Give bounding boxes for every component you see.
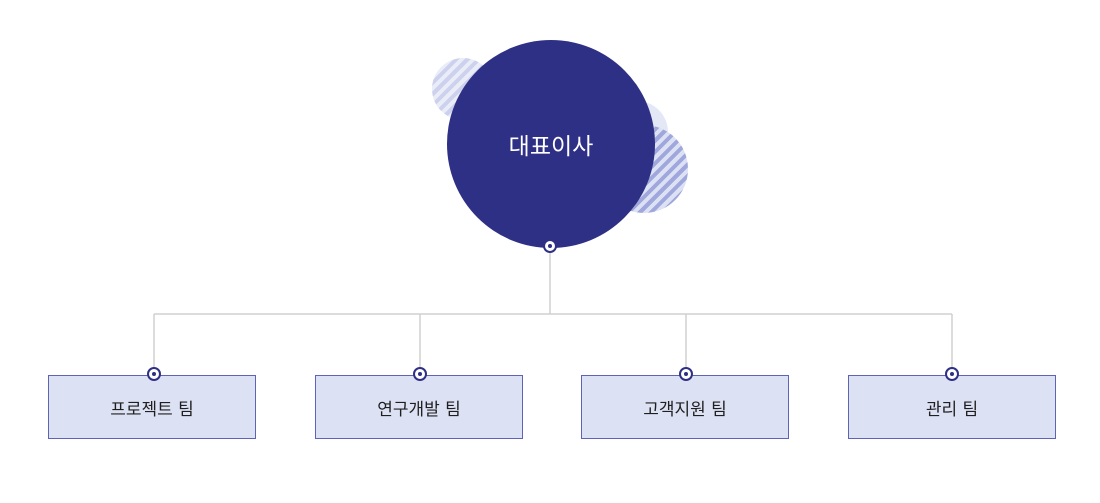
team-label: 프로젝트 팀 — [110, 399, 194, 420]
team-label: 관리 팀 — [925, 399, 979, 420]
team-node-management[interactable]: 관리 팀 — [848, 375, 1056, 439]
team-connector-dot — [413, 367, 427, 381]
ceo-connector-dot — [543, 239, 557, 253]
team-connector-dot — [147, 367, 161, 381]
team-node-rnd[interactable]: 연구개발 팀 — [315, 375, 523, 439]
team-node-customer-support[interactable]: 고객지원 팀 — [581, 375, 789, 439]
team-connector-dot — [945, 367, 959, 381]
team-label: 고객지원 팀 — [643, 399, 727, 420]
ceo-label: 대표이사 — [508, 134, 594, 160]
team-connector-dot — [679, 367, 693, 381]
team-node-project[interactable]: 프로젝트 팀 — [48, 375, 256, 439]
team-label: 연구개발 팀 — [377, 399, 461, 420]
ceo-node[interactable]: 대표이사 — [447, 40, 655, 248]
